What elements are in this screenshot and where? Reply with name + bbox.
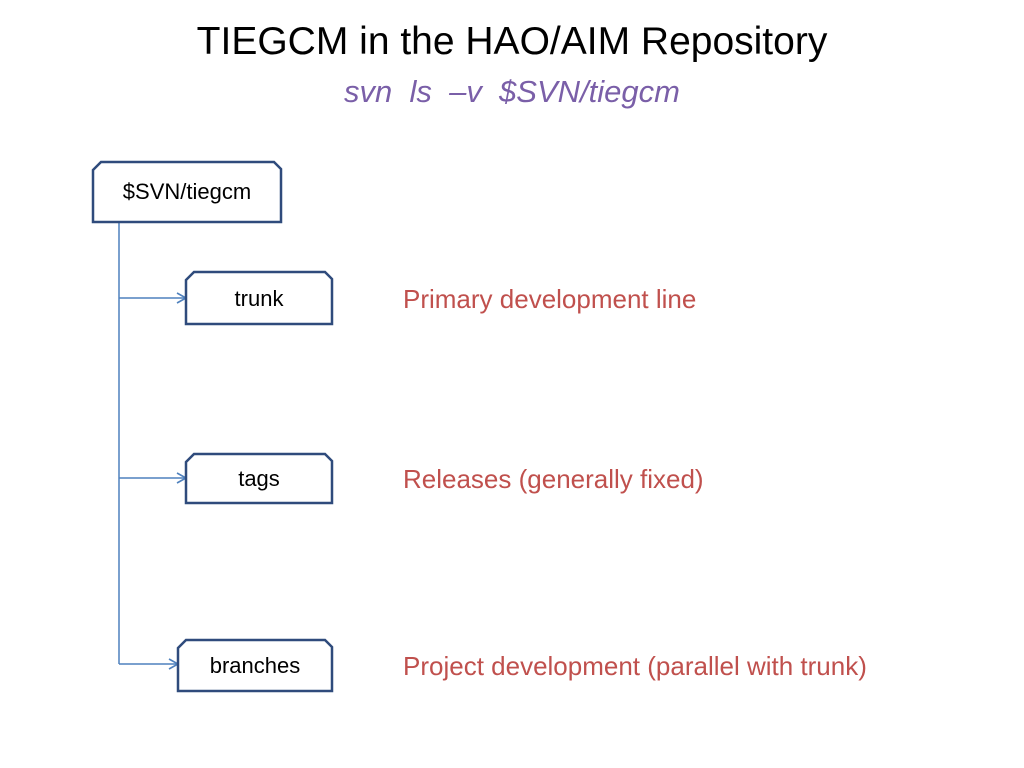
trunk-description: Primary development line [403,284,697,314]
trunk-folder-box [184,270,334,326]
trunk-folder-label: trunk [234,286,284,311]
tags-description: Releases (generally fixed) [403,464,704,494]
branches-folder-box [176,638,334,693]
tags-folder-box [184,452,334,505]
tags-folder-label: tags [238,466,280,491]
root-folder-box [91,160,283,224]
branches-description: Project development (parallel with trunk… [403,651,867,681]
slide-title: TIEGCM in the HAO/AIM Repository [196,20,828,63]
branches-folder-label: branches [209,653,301,678]
slide-subtitle: svn ls –v $SVN/tiegcm [344,74,680,109]
root-folder-label: $SVN/tiegcm [122,179,252,204]
